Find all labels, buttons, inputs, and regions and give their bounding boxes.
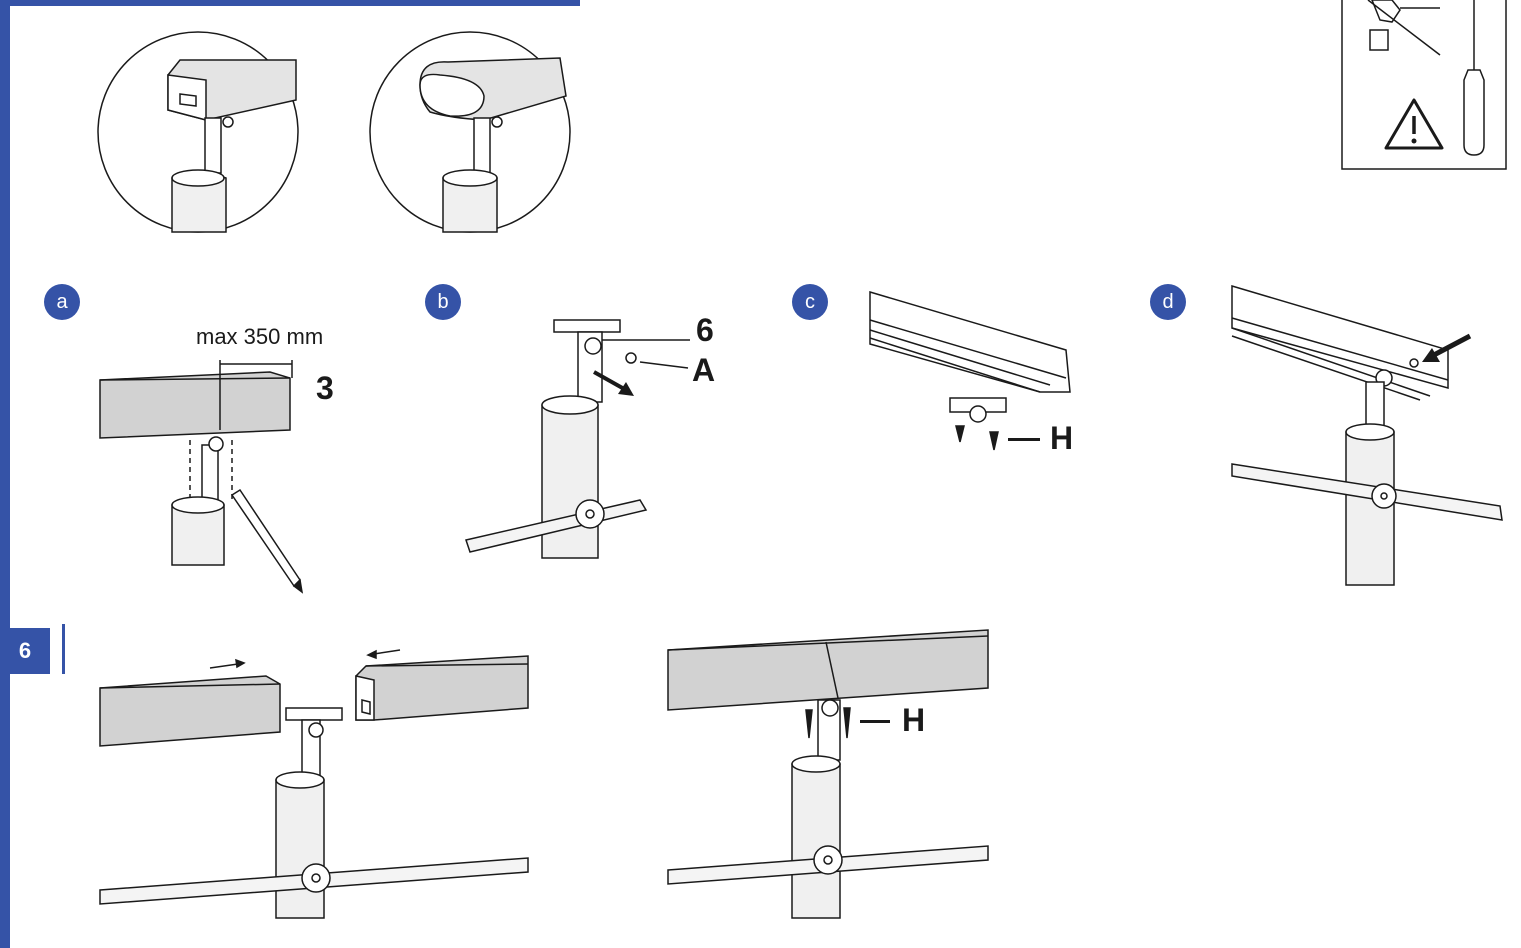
label-part-A: A xyxy=(692,352,716,388)
page-tab-divider xyxy=(62,624,65,674)
step-badge-a: a xyxy=(44,284,80,320)
step-badge-d: d xyxy=(1150,284,1186,320)
top-accent-bar xyxy=(0,0,580,6)
arrow-icon xyxy=(209,649,401,669)
label-part-H-bottom: H xyxy=(902,702,926,738)
label-part-H-c: H xyxy=(1050,420,1074,456)
sidebar-accent-bar xyxy=(0,0,10,948)
warning-triangle-icon xyxy=(1384,98,1444,150)
label-part-6: 6 xyxy=(696,312,714,348)
arrow-icon xyxy=(1422,333,1472,362)
leader-line-H-bottom xyxy=(860,720,890,723)
label-part-3: 3 xyxy=(316,370,334,406)
step-badge-c: c xyxy=(792,284,828,320)
page-number-tab: 6 xyxy=(0,628,50,674)
pencil-icon xyxy=(230,488,304,594)
step-badge-b: b xyxy=(425,284,461,320)
leader-line-H-c xyxy=(1008,438,1040,441)
drill-crossed-out-icon xyxy=(1367,0,1441,56)
arrow-icon xyxy=(593,370,634,396)
page-number: 6 xyxy=(18,638,32,663)
screwdriver-icon xyxy=(1463,0,1485,156)
label-max-distance: max 350 mm xyxy=(196,324,324,349)
